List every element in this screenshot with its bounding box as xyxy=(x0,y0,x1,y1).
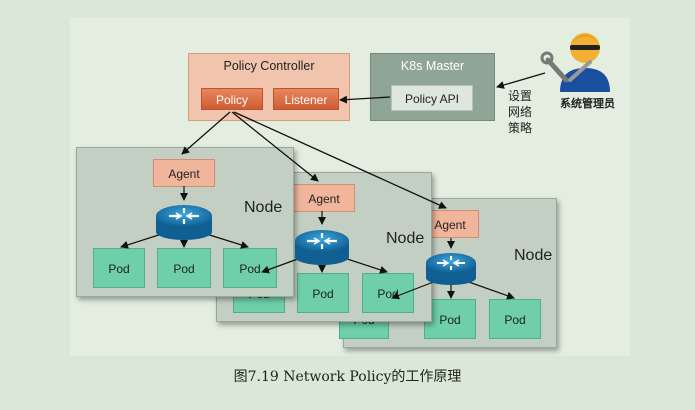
router-icon-2 xyxy=(295,230,349,265)
agent-2: Agent xyxy=(293,184,355,212)
policy-controller: Policy Controller Policy Listener xyxy=(188,53,350,121)
router-icon-1 xyxy=(156,205,212,240)
link-router-pod-3-3 xyxy=(465,280,515,300)
router-icon-3 xyxy=(426,253,476,285)
arrow-policy-agent-1 xyxy=(181,111,231,155)
figure-caption: 图7.19 Network Policy的工作原理 xyxy=(233,369,462,385)
node-3-label: Node xyxy=(514,247,553,264)
pod-1-1: Pod xyxy=(93,248,145,288)
arrow-policy-agent-3 xyxy=(233,111,447,209)
pod-3-3: Pod xyxy=(489,299,541,339)
pod-2-2: Pod xyxy=(297,273,349,313)
arrow-policy-agent-2 xyxy=(231,111,319,182)
agent-3: Agent xyxy=(421,210,479,238)
link-router-pod-3-1 xyxy=(391,280,437,300)
arrow-api-listener xyxy=(339,95,391,104)
policy-chip: Policy xyxy=(201,88,263,110)
pod-1-3: Pod xyxy=(223,248,277,288)
node-2-label: Node xyxy=(386,230,425,247)
listener-chip: Listener xyxy=(273,88,339,110)
k8s-master: K8s Master Policy API xyxy=(370,53,495,121)
admin-icon xyxy=(540,33,610,92)
node-1-label: Node xyxy=(244,199,283,216)
admin-label: 系统管理员 xyxy=(560,98,615,110)
policy-api: Policy API xyxy=(391,85,473,111)
k8s-master-title: K8s Master xyxy=(400,59,465,73)
pod-1-2: Pod xyxy=(157,248,211,288)
policy-controller-title: Policy Controller xyxy=(223,59,315,73)
set-network-policy-label: 设置网络策略 xyxy=(508,89,533,135)
pod-3-2: Pod xyxy=(424,299,476,339)
arrow-admin-master xyxy=(496,72,546,89)
